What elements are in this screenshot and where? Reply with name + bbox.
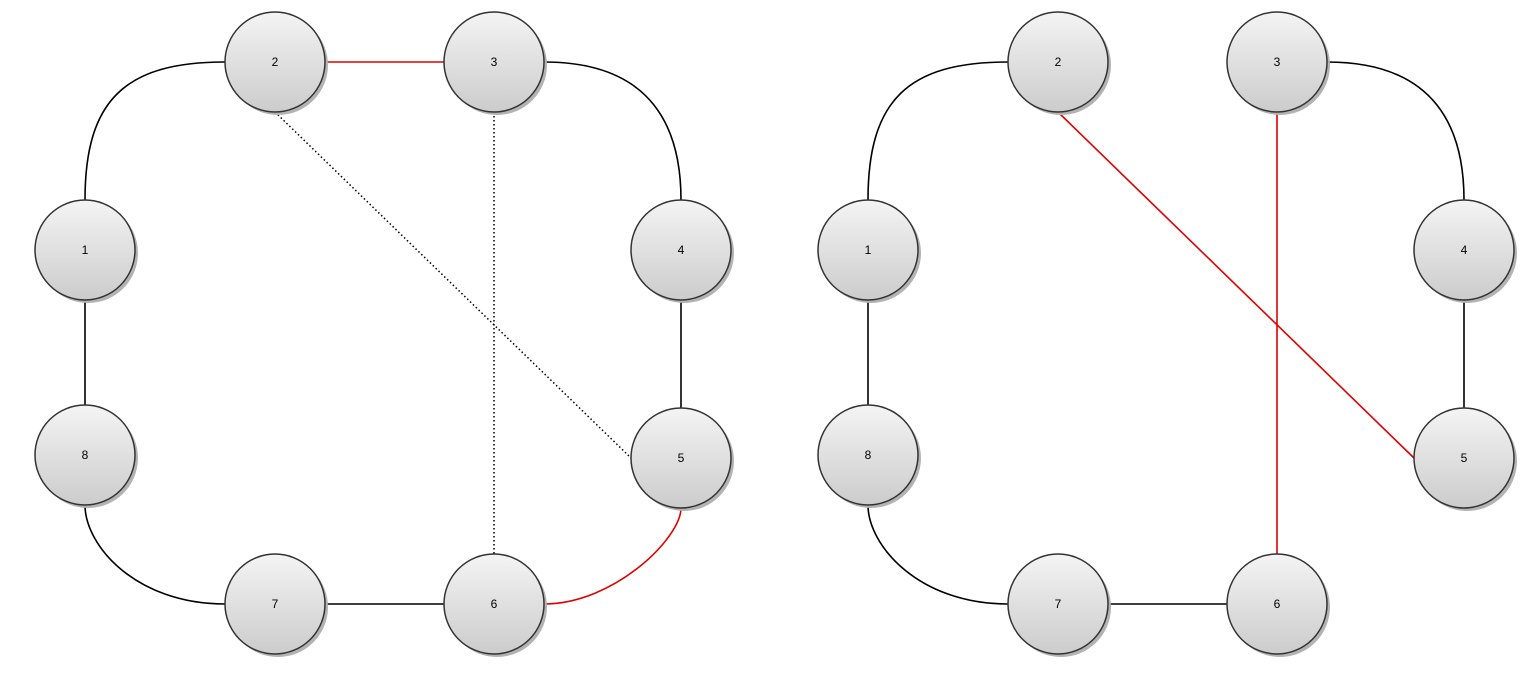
node-circle bbox=[817, 404, 919, 506]
node-label: 6 bbox=[491, 597, 498, 611]
node-label: 1 bbox=[865, 243, 872, 257]
node-3[interactable]: 3 bbox=[1226, 11, 1330, 115]
node-circle bbox=[630, 407, 732, 509]
node-label: 3 bbox=[491, 55, 498, 69]
diagram-left: 1 2 3 4 5 6 7 8 bbox=[34, 11, 734, 657]
node-circle bbox=[1226, 553, 1328, 655]
node-label: 8 bbox=[865, 448, 872, 462]
node-2[interactable]: 2 bbox=[224, 11, 328, 115]
edges-right bbox=[867, 61, 1465, 605]
node-circle bbox=[224, 11, 326, 113]
node-circle bbox=[1413, 199, 1515, 301]
diagram-right: 1 2 3 4 5 6 7 8 bbox=[817, 11, 1517, 657]
node-5[interactable]: 5 bbox=[630, 407, 734, 511]
node-label: 8 bbox=[82, 448, 89, 462]
node-1[interactable]: 1 bbox=[34, 199, 138, 303]
edge-7-8 bbox=[867, 504, 1009, 605]
node-circle bbox=[1007, 11, 1109, 113]
node-label: 4 bbox=[1461, 243, 1468, 257]
node-4[interactable]: 4 bbox=[1413, 199, 1517, 303]
node-circle bbox=[443, 553, 545, 655]
node-label: 1 bbox=[82, 243, 89, 257]
node-6[interactable]: 6 bbox=[1226, 553, 1330, 657]
node-2[interactable]: 2 bbox=[1007, 11, 1111, 115]
node-circle bbox=[34, 199, 136, 301]
edge-1-2 bbox=[867, 61, 1009, 201]
node-label: 3 bbox=[1274, 55, 1281, 69]
edge-2-5 bbox=[1057, 111, 1415, 459]
node-label: 2 bbox=[272, 55, 279, 69]
nodes-left: 1 2 3 4 5 6 7 8 bbox=[34, 11, 734, 657]
node-label: 6 bbox=[1274, 597, 1281, 611]
edges-left bbox=[84, 61, 682, 605]
edge-7-8 bbox=[84, 504, 226, 605]
node-label: 4 bbox=[678, 243, 685, 257]
node-4[interactable]: 4 bbox=[630, 199, 734, 303]
node-8[interactable]: 8 bbox=[34, 404, 138, 508]
edge-2-5 bbox=[274, 111, 632, 459]
edge-3-4 bbox=[543, 61, 682, 201]
node-label: 7 bbox=[1055, 597, 1062, 611]
node-3[interactable]: 3 bbox=[443, 11, 547, 115]
node-circle bbox=[1007, 553, 1109, 655]
node-circle bbox=[34, 404, 136, 506]
node-circle bbox=[224, 553, 326, 655]
edge-5-6 bbox=[543, 507, 682, 605]
node-6[interactable]: 6 bbox=[443, 553, 547, 657]
node-circle bbox=[630, 199, 732, 301]
node-circle bbox=[443, 11, 545, 113]
nodes-right: 1 2 3 4 5 6 7 8 bbox=[817, 11, 1517, 657]
node-7[interactable]: 7 bbox=[1007, 553, 1111, 657]
node-circle bbox=[817, 199, 919, 301]
edge-1-2 bbox=[84, 61, 226, 201]
node-5[interactable]: 5 bbox=[1413, 407, 1517, 511]
node-8[interactable]: 8 bbox=[817, 404, 921, 508]
node-circle bbox=[1226, 11, 1328, 113]
node-label: 7 bbox=[272, 597, 279, 611]
edge-3-4 bbox=[1326, 61, 1465, 201]
node-7[interactable]: 7 bbox=[224, 553, 328, 657]
node-label: 2 bbox=[1055, 55, 1062, 69]
node-label: 5 bbox=[678, 451, 685, 465]
node-label: 5 bbox=[1461, 451, 1468, 465]
node-circle bbox=[1413, 407, 1515, 509]
node-1[interactable]: 1 bbox=[817, 199, 921, 303]
